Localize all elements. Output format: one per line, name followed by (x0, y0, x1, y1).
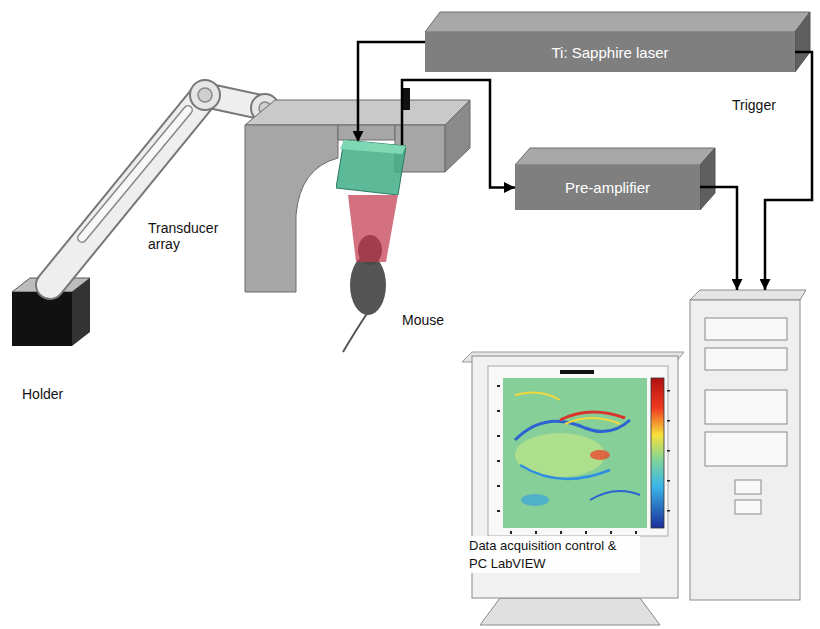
robotic-arm-part (82, 110, 188, 238)
reconstructed-image-part (515, 392, 560, 400)
reconstructed-image-part (651, 378, 664, 528)
signal-arrow (358, 42, 425, 142)
transducer-shape (340, 140, 406, 154)
frame-block-part (445, 100, 470, 172)
reconstructed-image-part-part (585, 531, 587, 534)
monitor (462, 352, 684, 625)
preamp-housing-part (700, 148, 715, 210)
reconstructed-image-part (497, 385, 670, 534)
laser-beam (348, 195, 398, 262)
reconstructed-image-part (590, 450, 610, 460)
preamp-housing (515, 148, 715, 210)
computer: Data acquisition control & PC LabVIEW (440, 290, 808, 622)
reconstructed-image-part-part (610, 531, 612, 534)
transducer-array: Transducer array (336, 140, 406, 195)
reconstructed-image-part-part (497, 485, 500, 487)
part-label: Mouse (402, 312, 444, 328)
reconstructed-image-part-part (497, 510, 500, 512)
reconstructed-image-part-part (667, 390, 670, 392)
pc-tower-part (735, 500, 761, 514)
reconstructed-image-part (521, 494, 549, 506)
reconstructed-image-part-part (560, 531, 562, 534)
robotic-arm-part (190, 80, 220, 110)
pc-tower-part (735, 480, 761, 494)
reconstructed-image-part (565, 418, 620, 424)
transducer-shape (336, 140, 406, 195)
signal-arrow (402, 80, 515, 188)
pc-tower-part (690, 290, 806, 300)
node-label: Transducer array (148, 220, 230, 252)
reconstructed-image-part-part (497, 435, 500, 437)
node-label: Ti: Sapphire laser (552, 44, 669, 61)
monitor-part (488, 366, 668, 536)
pc-tower-part (690, 300, 800, 600)
signal-label: Trigger (730, 97, 778, 113)
reconstructed-image-part-part (667, 510, 670, 512)
reconstructed-image-part (560, 370, 594, 374)
reconstructed-image (497, 370, 670, 534)
frame-block-part (338, 125, 395, 140)
frame-block-part (245, 125, 338, 292)
robotic-arm-part (50, 95, 205, 285)
reconstructed-image-part (503, 378, 647, 528)
reconstructed-image-part-part (535, 531, 537, 534)
preamp-housing-part (515, 148, 715, 165)
pc-tower-part (705, 390, 787, 424)
holder-base-part (12, 292, 72, 346)
reconstructed-image-part-part (497, 460, 500, 462)
reconstructed-image-part-part (635, 531, 637, 534)
reconstructed-image-part-part (667, 420, 670, 422)
preamp-box: Pre-amplifier (515, 165, 700, 210)
signal-arrow (700, 187, 737, 290)
node-label: Pre-amplifier (565, 179, 650, 196)
robotic-arm-part (82, 110, 188, 238)
pc-tower-part (705, 318, 787, 340)
transducer-shape (336, 140, 406, 195)
monitor-part (480, 598, 660, 625)
mouse-figure-part (343, 312, 368, 352)
laser-housing-part (795, 12, 810, 72)
laser-housing-part (425, 12, 810, 32)
reconstructed-image-part (590, 491, 640, 500)
reconstructed-image-part-part (497, 410, 500, 412)
reconstructed-image-part-part (497, 385, 500, 387)
reconstructed-image-part-part (510, 531, 512, 534)
part-label: Holder (22, 386, 63, 402)
pc-tower (690, 290, 806, 600)
reconstructed-image-part-part (667, 450, 670, 452)
pc-tower-part (705, 432, 787, 466)
signal-arrow (765, 52, 812, 290)
reconstructed-image-part (520, 465, 610, 479)
robotic-arm-part (198, 88, 212, 102)
laser-housing (425, 12, 810, 72)
laser-box: Ti: Sapphire laser (425, 32, 795, 72)
pc-tower-part (705, 348, 787, 370)
robotic-arm-part (50, 95, 205, 285)
reconstructed-image-part (515, 420, 630, 440)
holder-base-part (72, 278, 90, 346)
node-label: Data acquisition control & PC LabVIEW (466, 536, 640, 573)
reconstructed-image-part-part (667, 480, 670, 482)
